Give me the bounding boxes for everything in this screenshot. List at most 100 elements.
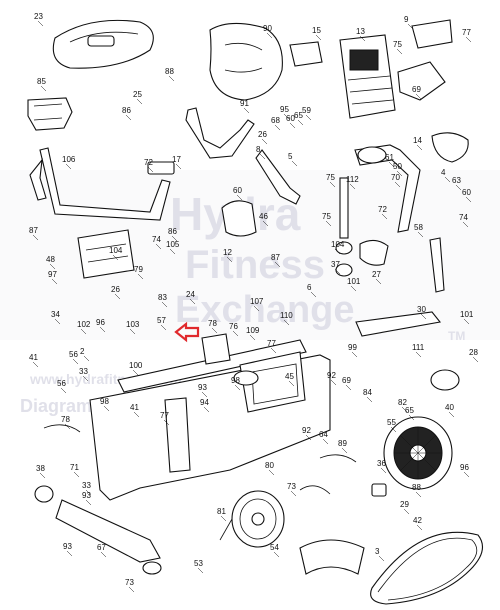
leader-line [132,369,139,376]
part-callout-2: 2 [80,347,85,356]
cover-14-part [431,132,469,163]
leader-line [85,489,92,496]
part-callout-87: 87 [271,253,280,262]
leader-line [128,586,135,593]
leader-line [37,20,44,27]
part-callout-99: 99 [348,343,357,352]
part-callout-46: 46 [259,212,268,221]
part-callout-104: 104 [109,246,123,255]
seat-bracket-part [27,97,73,131]
leader-line [283,319,290,326]
part-callout-40: 40 [445,403,454,412]
leader-line [249,334,256,341]
part-callout-78: 78 [208,319,217,328]
part-callout-3: 3 [375,547,380,556]
part-callout-77: 77 [267,339,276,348]
bracket-30-part [201,333,231,365]
watermark-subtitle: Diagram [20,396,92,416]
leader-line [171,235,178,242]
part-callout-45: 45 [285,372,294,381]
part-callout-17: 17 [172,155,181,164]
leader-line [416,144,423,151]
strap-part [299,539,365,575]
part-callout-75: 75 [393,40,402,49]
part-callout-85: 85 [37,77,46,86]
leader-line [39,472,46,479]
part-callout-29: 29 [400,500,409,509]
leader-line [103,405,110,412]
part-callout-59: 59 [302,106,311,115]
leader-line [310,291,317,298]
leader-line [133,411,140,418]
part-callout-9: 9 [404,15,409,24]
part-callout-90: 90 [263,24,272,33]
part-callout-89: 89 [338,439,347,448]
wire-64-part [43,424,81,433]
part-callout-86: 86 [122,106,131,115]
part-callout-96: 96 [96,318,105,327]
leader-line [155,243,162,250]
part-callout-37: 37 [331,260,340,269]
leader-line [80,328,87,335]
part-callout-24: 24 [186,290,195,299]
watermark: Hydra Fitness Exchange www.hydrafitness.… [0,170,500,416]
leader-line [401,406,408,413]
leader-line [448,411,455,418]
handlebar-post-part [185,107,255,159]
part-callout-94: 94 [200,398,209,407]
part-callout-98: 98 [231,376,240,385]
leader-line [455,184,462,191]
leader-line [415,93,422,100]
console-mount-part [289,41,323,67]
leader-line [274,261,281,268]
leader-line [463,318,470,325]
leader-line [147,166,154,173]
part-callout-56: 56 [69,350,78,359]
watermark-line3: Exchange [175,289,355,331]
leader-line [420,313,427,320]
leader-line [462,221,469,228]
leader-line [125,114,132,121]
seat-part [52,19,154,69]
leader-line [64,423,71,430]
leader-line [262,220,269,227]
part-callout-82: 82 [398,398,407,407]
part-callout-75: 75 [326,173,335,182]
leader-line [268,469,275,476]
part-callout-63: 63 [452,176,461,185]
leader-line [270,347,277,354]
part-callout-79: 79 [134,265,143,274]
leader-line [189,298,196,305]
part-callout-57: 57 [157,316,166,325]
part-callout-69: 69 [412,85,421,94]
part-callout-92: 92 [327,371,336,380]
part-callout-25: 25 [133,90,142,99]
leader-line [415,351,422,358]
leader-line [60,387,67,394]
belt-part [370,531,484,605]
leader-line [243,107,250,114]
part-callout-104: 104 [331,240,345,249]
part-callout-105: 105 [166,240,180,249]
part-callout-71: 71 [70,463,79,472]
part-callout-75: 75 [322,212,331,221]
leader-line [322,438,329,445]
part-callout-111: 111 [412,343,425,352]
wire-harness-part [299,485,331,495]
part-callout-109: 109 [246,326,260,335]
part-callout-12: 12 [223,248,232,257]
part-callout-15: 15 [312,26,321,35]
front-stabilizer-part [34,485,162,575]
part-callout-42: 42 [413,516,422,525]
leader-line [129,328,136,335]
console-part [339,34,396,119]
part-callout-87: 87 [29,226,38,235]
leader-line [416,524,423,531]
part-callout-70: 70 [391,173,400,182]
watermark-line2: Fitness [185,243,325,287]
leader-line [100,551,107,558]
part-callout-60: 60 [233,186,242,195]
part-callout-65: 65 [294,111,303,120]
leader-line [465,196,472,203]
